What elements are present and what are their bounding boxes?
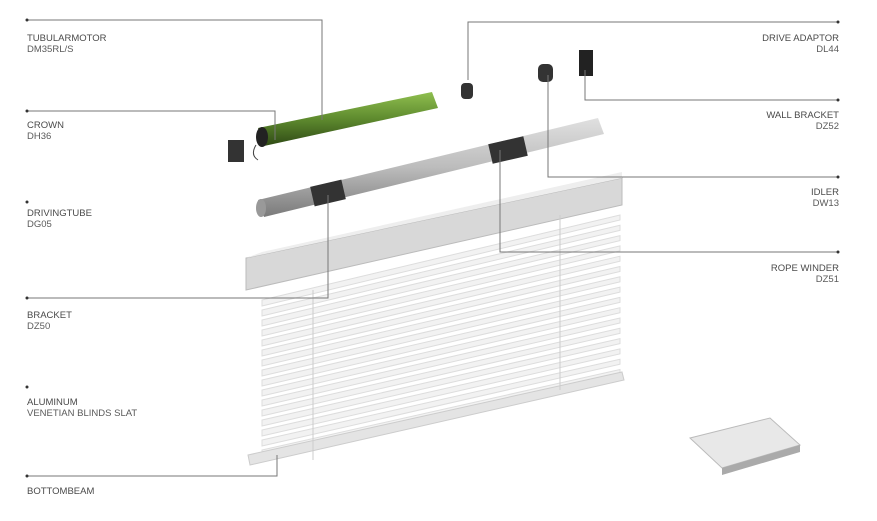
part-name: BRACKET	[27, 310, 72, 321]
slat	[261, 317, 621, 407]
part-name: ROPE WINDER	[770, 263, 839, 274]
slat	[261, 358, 621, 447]
part-code: DL44	[816, 44, 839, 55]
slat	[261, 214, 621, 307]
slat	[261, 276, 621, 367]
part-name: WALL BRACKET	[766, 110, 839, 121]
part-code: DH36	[27, 131, 52, 142]
slat	[261, 224, 621, 317]
part-code: DW13	[812, 198, 839, 209]
part-name: IDLER	[811, 187, 839, 198]
slat	[261, 234, 621, 327]
venetian-slats	[245, 172, 625, 466]
tubular-motor	[228, 50, 593, 162]
slat	[261, 265, 621, 357]
part-name: TUBULARMOTOR	[27, 33, 107, 44]
part-name: BOTTOMBEAM	[27, 486, 95, 497]
remote-control	[688, 417, 801, 475]
part-code: VENETIAN BLINDS SLAT	[27, 408, 138, 419]
slat	[261, 296, 621, 387]
part-name: DRIVE ADAPTOR	[762, 33, 839, 44]
slat	[261, 307, 621, 397]
part-code: DG05	[27, 219, 52, 230]
part-code: DZ52	[815, 121, 839, 132]
slat	[261, 255, 621, 347]
part-code: DM35RL/S	[27, 44, 74, 55]
slat	[261, 286, 621, 377]
slat	[261, 348, 621, 437]
leader-lines	[27, 19, 838, 477]
slat	[261, 327, 621, 417]
part-name: DRIVINGTUBE	[27, 208, 92, 219]
leader-dots	[25, 18, 840, 478]
slat	[261, 337, 621, 427]
driving-tube	[256, 118, 604, 217]
part-code: DZ50	[27, 321, 51, 332]
label-bottom-beam: BOTTOMBEAM	[27, 486, 94, 497]
slat	[261, 245, 621, 337]
part-code: DZ51	[815, 274, 839, 285]
part-name: ALUMINUM	[27, 397, 78, 408]
part-name: CROWN	[27, 120, 64, 131]
